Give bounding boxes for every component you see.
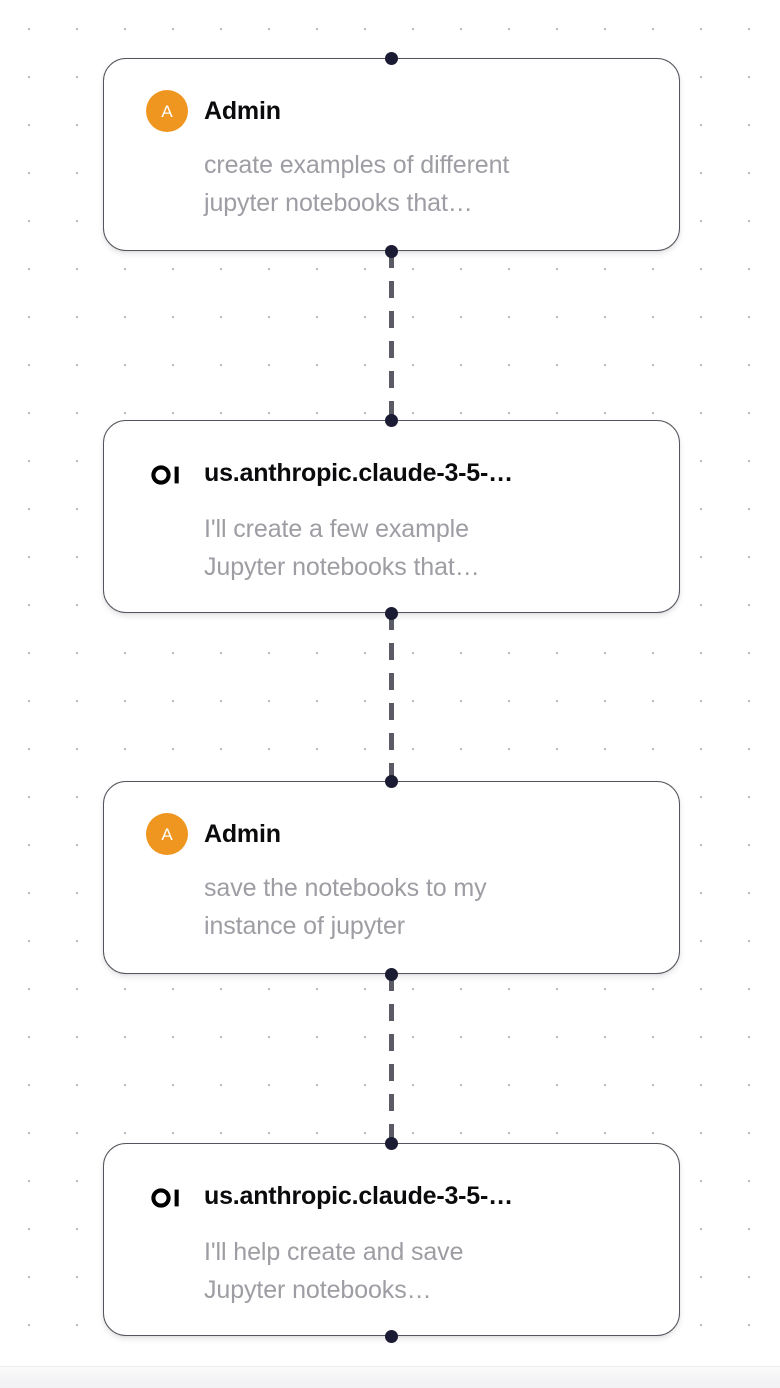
- avatar: A: [146, 90, 188, 132]
- edge-node3-node4[interactable]: [389, 974, 394, 1143]
- node-title: Admin: [204, 820, 281, 848]
- oi-logo-icon: [146, 1177, 188, 1219]
- flow-node-assistant-message[interactable]: us.anthropic.claude-3-5-… I'll create a …: [103, 420, 680, 613]
- node-title: us.anthropic.claude-3-5-…: [204, 459, 513, 487]
- node-preview: save the notebooks to my instance of jup…: [204, 869, 649, 945]
- node-header: us.anthropic.claude-3-5-…: [146, 455, 649, 496]
- node-handle-source[interactable]: [385, 1330, 398, 1343]
- node-handle-target[interactable]: [385, 52, 398, 65]
- oi-logo-icon: [146, 454, 188, 496]
- edge-node2-node3[interactable]: [389, 613, 394, 782]
- node-title: us.anthropic.claude-3-5-…: [204, 1182, 513, 1210]
- node-header: A Admin: [146, 90, 649, 132]
- node-preview-line: save the notebooks to my: [204, 874, 487, 902]
- node-preview-line: Jupyter notebooks that…: [204, 553, 480, 581]
- node-header: us.anthropic.claude-3-5-…: [146, 1178, 649, 1219]
- flow-node-user-message[interactable]: A Admin save the notebooks to my instanc…: [103, 781, 680, 974]
- node-handle-source[interactable]: [385, 968, 398, 981]
- node-title: Admin: [204, 97, 281, 125]
- node-header: A Admin: [146, 813, 649, 855]
- node-handle-target[interactable]: [385, 775, 398, 788]
- edge-node1-node2[interactable]: [389, 251, 394, 420]
- node-preview-line: I'll create a few example: [204, 515, 469, 543]
- node-preview: I'll help create and save Jupyter notebo…: [204, 1233, 649, 1309]
- node-handle-target[interactable]: [385, 414, 398, 427]
- node-preview-line: instance of jupyter: [204, 912, 405, 940]
- node-preview: I'll create a few example Jupyter notebo…: [204, 510, 649, 586]
- node-content: A Admin save the notebooks to my instanc…: [104, 782, 679, 975]
- node-preview: create examples of different jupyter not…: [204, 146, 649, 222]
- node-handle-source[interactable]: [385, 607, 398, 620]
- flow-node-user-message[interactable]: A Admin create examples of different jup…: [103, 58, 680, 251]
- node-preview-line: jupyter notebooks that…: [204, 189, 473, 217]
- node-preview-line: create examples of different: [204, 151, 510, 179]
- node-handle-target[interactable]: [385, 1137, 398, 1150]
- node-content: us.anthropic.claude-3-5-… I'll help crea…: [104, 1144, 679, 1339]
- node-preview-line: I'll help create and save: [204, 1238, 464, 1266]
- node-preview-line: Jupyter notebooks…: [204, 1276, 432, 1304]
- flow-node-assistant-message[interactable]: us.anthropic.claude-3-5-… I'll help crea…: [103, 1143, 680, 1336]
- avatar: A: [146, 813, 188, 855]
- node-handle-source[interactable]: [385, 245, 398, 258]
- node-content: A Admin create examples of different jup…: [104, 59, 679, 252]
- node-content: us.anthropic.claude-3-5-… I'll create a …: [104, 421, 679, 616]
- canvas-bottom-band: [0, 1366, 780, 1388]
